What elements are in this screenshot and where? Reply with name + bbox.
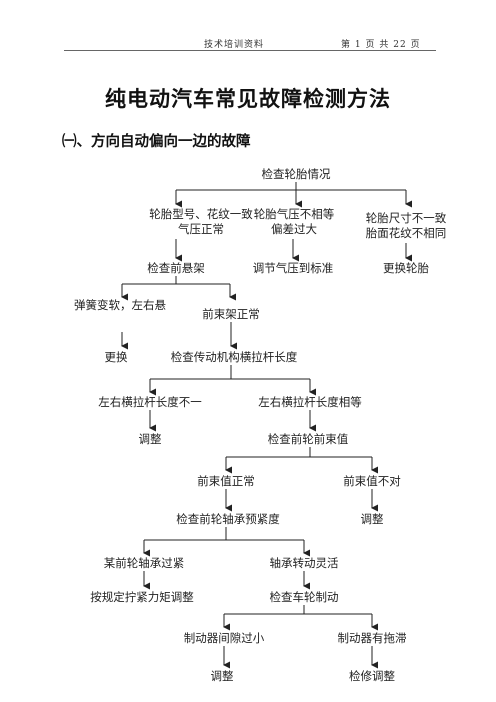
node-check-tires: 检查轮胎情况	[261, 167, 331, 181]
page-title: 纯电动汽车常见故障检测方法	[105, 86, 391, 111]
section-title: ㈠、方向自动偏向一边的故障	[62, 133, 251, 150]
node-repair-adjust: 检修调整	[349, 669, 395, 683]
node-tire-model-ok: 轮胎型号、花纹一致气压正常	[149, 207, 253, 236]
header-page-mid: 页 共	[365, 40, 390, 50]
node-toe-bad: 前束值不对	[343, 474, 401, 488]
node-check-brake: 检查车轮制动	[269, 590, 339, 604]
node-adjust-2: 调整	[360, 512, 384, 526]
node-torque-adjust: 按规定拧紧力矩调整	[90, 590, 194, 604]
node-front-frame-ok: 前束架正常	[202, 307, 260, 321]
node-tire-size-mismatch: 轮胎尺寸不一致胎面花纹不相同	[365, 211, 447, 240]
header-page-info: 第 1 页 共 22 页	[341, 37, 421, 50]
node-adjust-1: 调整	[138, 432, 162, 446]
header-rule	[64, 50, 436, 51]
node-tie-rod-equal: 左右横拉杆长度相等	[258, 395, 362, 409]
node-replace-tire: 更换轮胎	[383, 261, 429, 275]
node-bearing-tight: 某前轮轴承过紧	[103, 556, 185, 570]
node-check-tie-rod: 检查传动机构横拉杆长度	[170, 350, 298, 364]
node-brake-gap-small: 制动器间隙过小	[183, 631, 265, 645]
node-check-suspension: 检查前悬架	[147, 261, 205, 275]
node-check-bearing: 检查前轮轴承预紧度	[176, 512, 280, 526]
node-tie-rod-unequal: 左右横拉杆长度不一	[98, 395, 202, 409]
node-replace: 更换	[104, 350, 128, 364]
header-page-suffix: 页	[410, 40, 421, 50]
node-adjust-3: 调整	[210, 669, 234, 683]
node-check-toe: 检查前轮前束值	[267, 432, 349, 446]
header-page-current: 1	[354, 40, 362, 50]
node-tire-pressure-unequal: 轮胎气压不相等偏差过大	[253, 207, 335, 236]
header-page-total: 22	[393, 40, 407, 50]
node-adjust-pressure: 调节气压到标准	[252, 261, 334, 275]
node-brake-drag: 制动器有拖滞	[337, 631, 407, 645]
node-toe-ok: 前束值正常	[197, 474, 255, 488]
node-bearing-ok: 轴承转动灵活	[269, 556, 339, 570]
header-doc-label: 技术培训资料	[204, 40, 265, 50]
node-spring-soft: 弹簧变软，左右悬	[74, 298, 166, 312]
header-page-prefix: 第	[341, 40, 352, 50]
